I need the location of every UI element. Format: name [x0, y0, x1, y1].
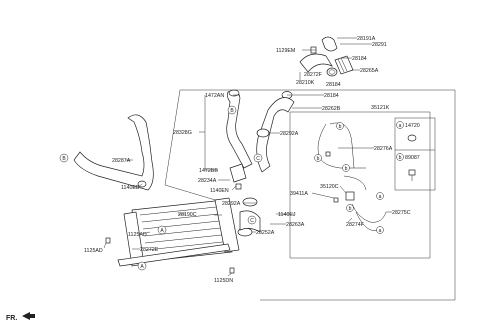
callout-B-left: B: [59, 153, 69, 163]
label-28210k: 28210K: [296, 80, 315, 86]
left-hose-28287a: [73, 114, 154, 191]
legend-icons: [407, 134, 417, 181]
callout-C-low: C: [247, 215, 257, 225]
label-28292a-mid: 28292A: [222, 201, 241, 207]
label-1129em: 1129EM: [276, 48, 295, 54]
label-28292a-top: 28292A: [280, 131, 299, 137]
label-28184-b: 28184: [326, 82, 341, 88]
label-28191a: 28191A: [357, 36, 376, 42]
callout-letter: C: [250, 218, 254, 224]
callout-b-3: b: [342, 164, 350, 172]
callout-B-mid: B: [227, 105, 237, 115]
label-28262b: 28262B: [322, 106, 341, 112]
callout-letter: b: [345, 166, 348, 172]
callout-letter: a: [399, 123, 402, 129]
callout-letter: a: [379, 194, 382, 200]
callout-letter: A: [160, 228, 164, 234]
label-1125ad-b: 1125AD: [84, 248, 103, 254]
callout-a-2: a: [376, 226, 384, 234]
fr-arrow-icon: [22, 312, 35, 320]
hose-kit-35121k: [317, 122, 387, 231]
label-28265a: 28265A: [360, 68, 379, 74]
frame-lines: [164, 89, 456, 301]
label-28276a: 28276A: [374, 146, 393, 152]
callout-letter: B: [230, 108, 234, 114]
label-28287a: 28287A: [112, 158, 131, 164]
callout-letter: a: [379, 228, 382, 234]
fr-label: FR.: [6, 315, 17, 322]
callout-letter: A: [140, 264, 144, 270]
part-labels: 28191A 28291 1129EM 28184 28272F 28265A …: [84, 36, 420, 284]
legend-b-code: 89087: [405, 155, 420, 161]
label-1140ej: 1140EJ: [278, 212, 296, 218]
callout-letter: b: [349, 206, 352, 212]
label-28272f: 28272F: [304, 72, 323, 78]
label-1472bb: 1472BB: [199, 168, 218, 174]
label-28328g: 28328G: [173, 130, 192, 136]
label-39411a: 39411A: [290, 191, 308, 197]
label-35120c: 35120C: [320, 184, 339, 190]
label-1125ad-a: 1125AD: [128, 232, 147, 238]
callout-A-2: A: [137, 261, 147, 271]
callout-A-1: A: [157, 225, 167, 235]
callout-b-legend: b: [396, 153, 404, 161]
label-1125dn: 1125DN: [214, 278, 233, 284]
intercooler-28190c: [105, 197, 240, 274]
label-28291: 28291: [372, 42, 387, 48]
callout-C-mid: C: [253, 153, 263, 163]
callout-letter: b: [317, 156, 320, 162]
callout-letter: b: [399, 155, 402, 161]
leader-lines: [103, 37, 392, 277]
label-1472an: 1472AN: [205, 93, 224, 99]
callout-letter: C: [256, 156, 260, 162]
callout-letter: b: [339, 124, 342, 130]
callout-circles: b b b b a a a b B B C C A A: [59, 105, 404, 271]
label-35121k: 35121K: [371, 105, 390, 111]
label-1140eb: 1140EB: [121, 185, 140, 191]
label-1140en: 1140EN: [210, 188, 229, 194]
label-28252a: 28252A: [256, 230, 275, 236]
callout-b-4: b: [346, 204, 354, 212]
callout-a-1: a: [376, 192, 384, 200]
label-28190c: 28190C: [178, 212, 197, 218]
callout-b-1: b: [336, 122, 344, 130]
callout-b-2: b: [314, 154, 322, 162]
top-hose-cluster: [281, 36, 354, 99]
legend-a-code: 14720: [405, 123, 420, 129]
label-28274f: 28274F: [346, 222, 365, 228]
label-28263a: 28263A: [286, 222, 305, 228]
label-28272e: 28272E: [140, 247, 159, 253]
fr-indicator: FR.: [6, 312, 35, 322]
callout-a-legend: a: [396, 121, 404, 129]
label-28184-a: 28184: [352, 56, 367, 62]
callout-letter: B: [62, 156, 66, 162]
label-28275c: 28275C: [392, 210, 411, 216]
label-28234a: 28234A: [198, 178, 217, 184]
label-28184-c: 28184: [324, 93, 339, 99]
